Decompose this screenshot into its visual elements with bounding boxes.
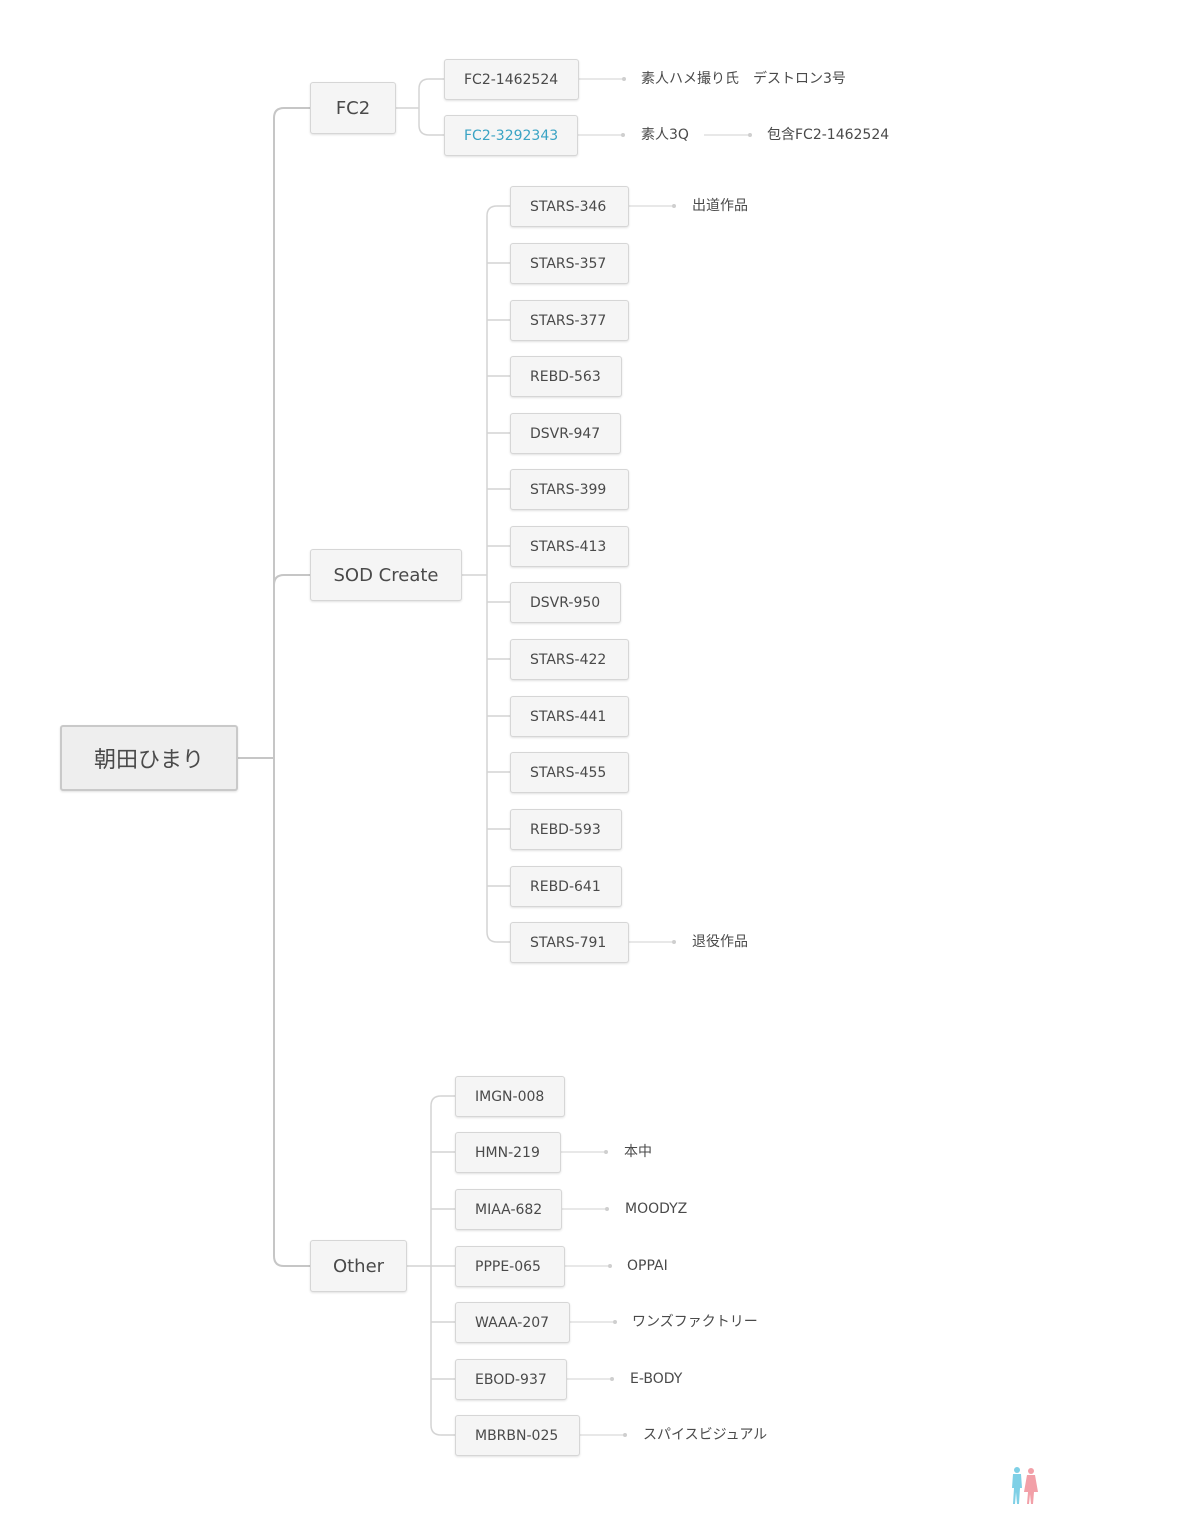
code-node[interactable]: REBD-641: [510, 866, 622, 907]
code-label: MIAA-682: [475, 1201, 543, 1218]
code-node[interactable]: DSVR-947: [510, 413, 621, 454]
code-node[interactable]: STARS-377: [510, 300, 629, 341]
code-label: STARS-357: [530, 255, 607, 272]
code-node[interactable]: FC2-1462524: [444, 59, 579, 100]
root-label: 朝田ひまり: [93, 748, 204, 773]
code-node[interactable]: MBRBN-025: [455, 1415, 580, 1456]
code-note-secondary: 包含FC2-1462524: [767, 127, 890, 143]
category-label-other: Other: [332, 1255, 385, 1277]
code-node[interactable]: PPPE-065: [455, 1246, 565, 1287]
code-label: STARS-791: [530, 934, 607, 951]
code-label: DSVR-947: [530, 425, 601, 442]
code-label: HMN-219: [475, 1144, 540, 1161]
category-node-other[interactable]: Other: [310, 1240, 407, 1292]
code-node[interactable]: REBD-563: [510, 356, 622, 397]
code-label: IMGN-008: [475, 1088, 545, 1105]
code-note: OPPAI: [627, 1258, 668, 1274]
code-node[interactable]: STARS-441: [510, 696, 629, 737]
code-node[interactable]: FC2-3292343: [444, 115, 578, 156]
code-label: STARS-399: [530, 481, 607, 498]
couple-silhouette-icon: [1012, 1467, 1038, 1504]
code-link-label[interactable]: FC2-3292343: [464, 127, 559, 144]
code-node[interactable]: STARS-422: [510, 639, 629, 680]
code-label: STARS-441: [530, 708, 607, 725]
code-note: 本中: [624, 1144, 652, 1160]
code-label: PPPE-065: [475, 1258, 541, 1275]
code-label: STARS-346: [530, 198, 607, 215]
code-note: 出道作品: [692, 198, 748, 214]
code-label: REBD-641: [530, 878, 601, 895]
root-node[interactable]: 朝田ひまり: [60, 725, 238, 791]
code-note: 素人3Q: [641, 127, 689, 143]
category-node-sod-create[interactable]: SOD Create: [310, 549, 462, 601]
code-label: STARS-455: [530, 764, 607, 781]
code-label: REBD-593: [530, 821, 601, 838]
code-label: REBD-563: [530, 368, 601, 385]
code-node[interactable]: STARS-791: [510, 922, 629, 963]
code-node[interactable]: STARS-455: [510, 752, 629, 793]
code-node[interactable]: EBOD-937: [455, 1359, 567, 1400]
code-label: FC2-1462524: [464, 71, 559, 88]
code-note: E-BODY: [630, 1371, 683, 1387]
code-label: WAAA-207: [475, 1314, 550, 1331]
code-node[interactable]: HMN-219: [455, 1132, 561, 1173]
code-label: DSVR-950: [530, 594, 601, 611]
code-note: 退役作品: [692, 934, 748, 950]
code-label: EBOD-937: [475, 1371, 547, 1388]
code-node[interactable]: STARS-357: [510, 243, 629, 284]
code-note: ワンズファクトリー: [632, 1314, 758, 1330]
code-label: MBRBN-025: [475, 1427, 559, 1444]
code-node[interactable]: STARS-413: [510, 526, 629, 567]
category-label-fc2: FC2: [335, 97, 371, 119]
code-label: STARS-377: [530, 312, 607, 329]
code-label: STARS-422: [530, 651, 607, 668]
code-node[interactable]: STARS-346: [510, 186, 629, 227]
code-label: STARS-413: [530, 538, 607, 555]
category-label-sod-create: SOD Create: [333, 564, 439, 586]
code-note: 素人ハメ撮り氏 デストロン3号: [641, 71, 846, 87]
code-node[interactable]: IMGN-008: [455, 1076, 565, 1117]
category-node-fc2[interactable]: FC2: [310, 82, 396, 134]
code-node[interactable]: REBD-593: [510, 809, 622, 850]
code-node[interactable]: MIAA-682: [455, 1189, 562, 1230]
code-node[interactable]: DSVR-950: [510, 582, 621, 623]
code-node[interactable]: STARS-399: [510, 469, 629, 510]
code-note: スパイスビジュアル: [643, 1427, 768, 1443]
code-node[interactable]: WAAA-207: [455, 1302, 570, 1343]
code-note: MOODYZ: [625, 1201, 688, 1217]
